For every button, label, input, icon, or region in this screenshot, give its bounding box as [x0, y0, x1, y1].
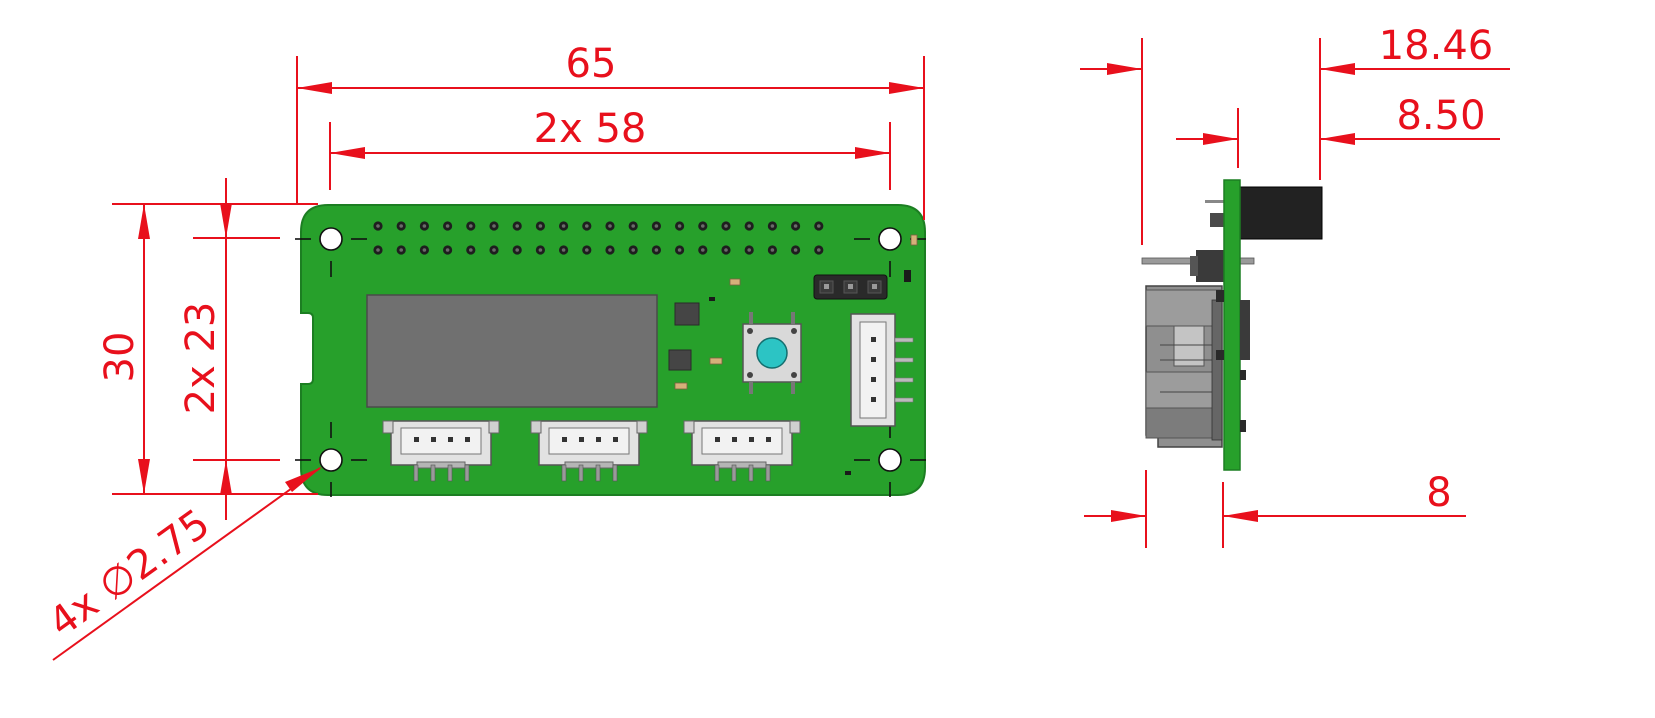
- side-view-dimensions: 18.46 8.50 8: [1080, 23, 1510, 548]
- connectors-horizontal: [382, 420, 801, 482]
- dimension-label: 2x 23: [178, 302, 224, 415]
- mounting-hole: [319, 448, 343, 472]
- side-connectors: [1145, 285, 1223, 448]
- dimension-hole-spacing-x: 2x 58: [330, 106, 890, 159]
- connector-horizontal: [683, 420, 801, 482]
- dimension-label: 65: [566, 41, 617, 87]
- mounting-hole: [319, 227, 343, 251]
- connector-horizontal: [530, 420, 648, 482]
- oled-display: [366, 294, 658, 408]
- side-view: [1141, 179, 1323, 471]
- gpio-header-holes: [373, 221, 824, 255]
- hole-center-marks: [295, 238, 926, 497]
- smd-components: [674, 234, 918, 475]
- button-cap: [756, 337, 788, 369]
- dimension-label: 18.46: [1379, 23, 1494, 69]
- dimension-label: 30: [97, 332, 143, 383]
- side-smd-parts: [1216, 290, 1250, 432]
- side-header-housing: [1239, 186, 1323, 240]
- dimension-hole-spacing-y: 2x 23: [178, 178, 232, 520]
- ic-chip: [668, 349, 692, 371]
- mounting-hole: [878, 448, 902, 472]
- connector-horizontal: [382, 420, 500, 482]
- ic-chip: [674, 302, 700, 326]
- side-pcb-edge: [1223, 179, 1241, 471]
- dimension-side-total: 18.46: [1080, 23, 1510, 75]
- dimension-label: 8.50: [1396, 93, 1485, 139]
- mounting-hole: [878, 227, 902, 251]
- dimension-label: 4x ∅2.75: [41, 501, 219, 647]
- dimension-side-bottom: 8: [1084, 470, 1466, 522]
- top-view: [295, 204, 926, 497]
- dimension-label: 8: [1426, 470, 1451, 516]
- three-pin-header: [813, 274, 888, 300]
- dimension-board-height: 30: [97, 204, 150, 494]
- dimension-label: 2x 58: [534, 106, 647, 152]
- dimension-hole-diameter: 4x ∅2.75: [41, 467, 322, 661]
- mounting-holes: [319, 227, 902, 472]
- dimension-board-width: 65: [297, 41, 924, 94]
- push-button: [742, 312, 802, 394]
- dimension-side-header: 8.50: [1176, 93, 1500, 145]
- connector-vertical: [850, 313, 914, 427]
